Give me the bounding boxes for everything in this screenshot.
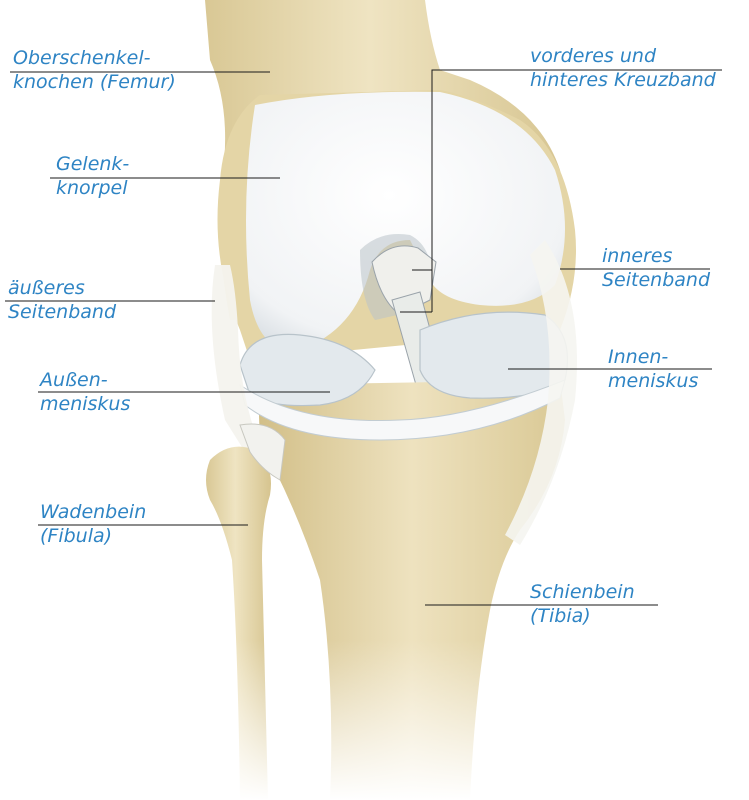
label-femur: Oberschenkel- knochen (Femur) [13, 46, 176, 94]
label-fibula: Wadenbein (Fibula) [40, 500, 146, 548]
label-articular-cartilage: Gelenk- knorpel [56, 152, 129, 200]
label-tibia: Schienbein (Tibia) [530, 580, 635, 628]
label-medial-collateral-ligament: inneres Seitenband [602, 244, 710, 292]
label-lateral-collateral-ligament: äußeres Seitenband [8, 276, 116, 324]
label-cruciate-ligaments: vorderes und hinteres Kreuzband [530, 44, 716, 92]
label-lateral-meniscus: Außen- meniskus [40, 368, 130, 416]
label-medial-meniscus: Innen- meniskus [608, 345, 698, 393]
